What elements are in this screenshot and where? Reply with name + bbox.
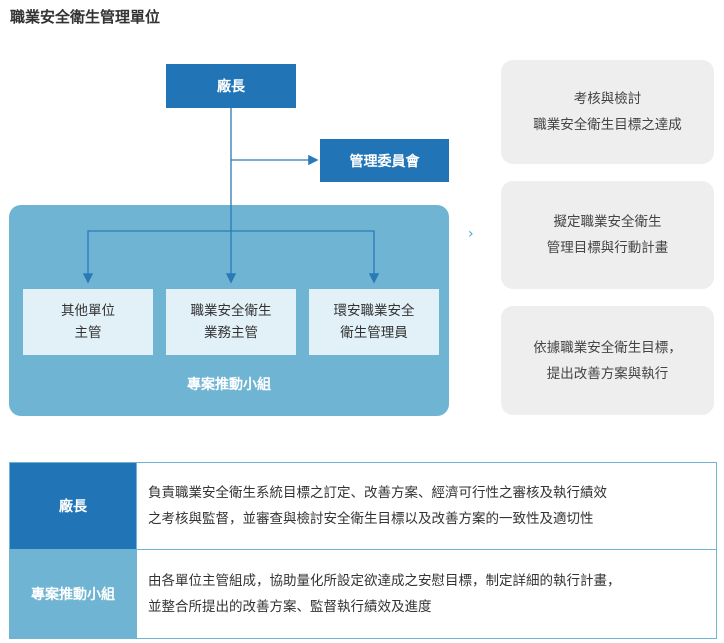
- responsibility-cell: 由各單位主管組成，協助量化所設定欲達成之安慰目標，制定詳細的執行計畫， 並整合所…: [136, 549, 717, 639]
- member-line: 衛生管理員: [340, 325, 408, 341]
- responsibility-cell: 負責職業安全衛生系統目標之訂定、改善方案、經濟可行性之審核及執行績效 之考核與監…: [136, 462, 717, 550]
- function-line: 管理目標與行動計畫: [546, 240, 669, 256]
- member-line: 主管: [74, 325, 102, 341]
- member-line: 環安職業安全: [333, 303, 415, 319]
- member-box-safety-manager: 職業安全衛生 業務主管: [166, 289, 296, 355]
- function-line: 擬定職業安全衛生: [553, 214, 662, 230]
- responsibility-line: 並整合所提出的改善方案、監督執行績效及進度: [148, 599, 432, 615]
- member-line: 職業安全衛生: [190, 303, 272, 319]
- responsibility-line: 負責職業安全衛生系統目標之訂定、改善方案、經濟可行性之審核及執行績效: [148, 485, 607, 501]
- plant-manager-box: 廠長: [166, 64, 296, 108]
- member-line: 業務主管: [204, 325, 258, 341]
- function-box-review: 考核與檢討 職業安全衛生目標之達成: [501, 60, 714, 164]
- responsibility-table: 廠長 負責職業安全衛生系統目標之訂定、改善方案、經濟可行性之審核及執行績效 之考…: [9, 462, 717, 639]
- table-row: 專案推動小組 由各單位主管組成，協助量化所設定欲達成之安慰目標，制定詳細的執行計…: [9, 549, 717, 639]
- member-box-env-safety-admin: 環安職業安全 衛生管理員: [309, 289, 439, 355]
- responsibility-line: 之考核與監督，並審查與檢討安全衛生目標以及改善方案的一致性及適切性: [148, 511, 594, 527]
- page-title: 職業安全衛生管理單位: [10, 8, 161, 26]
- function-box-planning: 擬定職業安全衛生 管理目標與行動計畫: [501, 181, 714, 289]
- function-line: 職業安全衛生目標之達成: [533, 117, 682, 133]
- project-team-label: 專案推動小組: [187, 377, 271, 393]
- responsibility-line: 由各單位主管組成，協助量化所設定欲達成之安慰目標，制定詳細的執行計畫，: [148, 573, 621, 589]
- member-box-other-managers: 其他單位 主管: [23, 289, 153, 355]
- chevron-right-icon: ›: [468, 226, 474, 242]
- table-row: 廠長 負責職業安全衛生系統目標之訂定、改善方案、經濟可行性之審核及執行績效 之考…: [9, 462, 717, 550]
- function-line: 考核與檢討: [573, 91, 642, 107]
- function-box-improvement: 依據職業安全衛生目標， 提出改善方案與執行: [501, 306, 714, 415]
- role-cell: 廠長: [9, 462, 137, 550]
- role-cell: 專案推動小組: [9, 549, 137, 639]
- member-line: 其他單位: [61, 303, 115, 319]
- connector-team-branch: [87, 230, 375, 281]
- management-committee-box: 管理委員會: [320, 139, 449, 182]
- function-line: 依據職業安全衛生目標，: [533, 339, 682, 356]
- function-line: 提出改善方案與執行: [546, 365, 669, 382]
